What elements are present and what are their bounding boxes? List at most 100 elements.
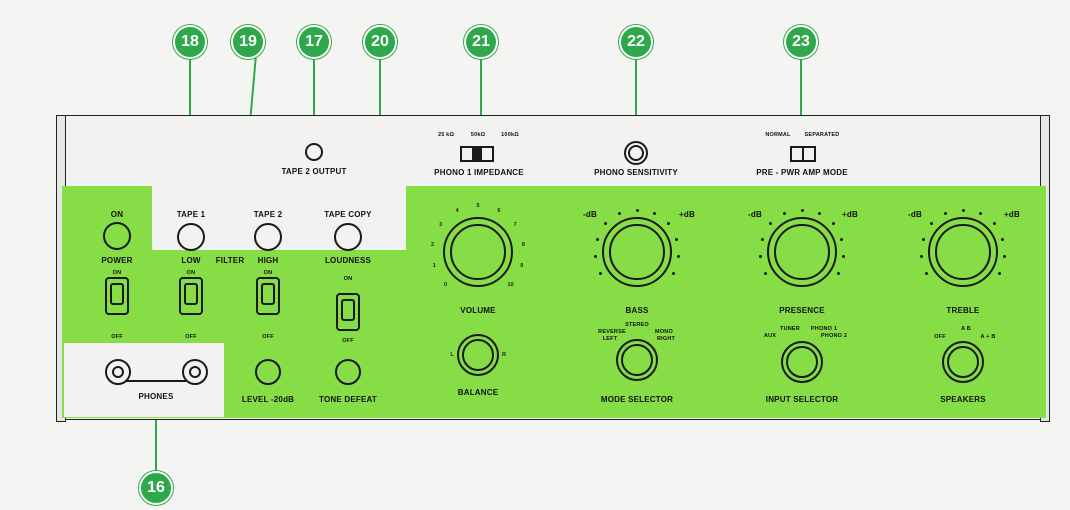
speakers-a-plus-b: A + B <box>980 334 996 340</box>
loudness-on-label: ON <box>343 276 353 282</box>
tape2-label: TAPE 2 <box>253 210 283 219</box>
callout-18: 18 <box>173 25 207 59</box>
tape2-button[interactable] <box>254 223 282 251</box>
input-tuner: TUNER <box>780 326 800 332</box>
phones-label: PHONES <box>138 392 174 401</box>
tone-scale-dot <box>842 254 846 258</box>
filter-high-label: HIGH <box>257 256 279 265</box>
callout-21: 21 <box>464 25 498 59</box>
leader-23 <box>800 56 802 148</box>
tone-scale-dot <box>760 237 764 241</box>
high-on-label: ON <box>263 270 273 276</box>
tone-scale-dot <box>831 222 835 226</box>
presence-label: PRESENCE <box>779 306 825 315</box>
tone-scale-dot <box>944 212 948 216</box>
treble-plus-db: +dB <box>1004 210 1020 219</box>
power-toggle-on: ON <box>112 270 122 276</box>
tone-scale-dot <box>618 212 622 216</box>
volume-tick: 0 <box>443 281 447 288</box>
tone-scale-dot <box>593 254 597 258</box>
pre-pwr-mode-label: PRE - PWR AMP MODE <box>756 168 848 177</box>
callout-17: 17 <box>297 25 331 59</box>
tone-scale-dot <box>764 271 768 275</box>
loudness-toggle[interactable] <box>336 293 360 331</box>
input-phono1: PHONO 1 <box>810 326 838 332</box>
volume-tick: 5 <box>476 203 480 209</box>
volume-tick: 2 <box>431 241 435 248</box>
tone-scale-dot <box>800 208 804 212</box>
volume-tick: 4 <box>455 208 459 214</box>
speakers-off: OFF <box>934 334 946 340</box>
high-filter-toggle[interactable] <box>256 277 280 315</box>
volume-label: VOLUME <box>460 306 496 315</box>
loudness-off-label: OFF <box>342 338 354 344</box>
tone-scale-dot <box>635 208 639 212</box>
tone-scale-dot <box>599 271 603 275</box>
bass-knob[interactable] <box>602 217 672 287</box>
callout-16: 16 <box>139 471 173 505</box>
tone-scale-dot <box>930 222 934 226</box>
presence-plus-db: +dB <box>842 210 858 219</box>
imp-25-label: 25 kΩ <box>437 132 455 138</box>
phones-jack-right[interactable] <box>182 359 208 385</box>
power-button[interactable] <box>103 222 131 250</box>
callout-19: 19 <box>231 25 265 59</box>
phono1-impedance-label: PHONO 1 IMPEDANCE <box>434 168 524 177</box>
tape2-output-label: TAPE 2 OUTPUT <box>281 167 347 176</box>
filter-low-label: LOW <box>181 256 201 265</box>
tone-scale-dot <box>921 237 925 241</box>
input-phono2: PHONO 2 <box>820 333 848 339</box>
tape-copy-button[interactable] <box>334 223 362 251</box>
level-20db-button[interactable] <box>255 359 281 385</box>
pre-pwr-mode-switch[interactable] <box>790 146 816 162</box>
mode-mono: MONO <box>655 329 673 335</box>
volume-tick: 7 <box>513 221 517 228</box>
low-filter-toggle[interactable] <box>179 277 203 315</box>
imp-50-label: 50kΩ <box>470 132 486 138</box>
tone-scale-dot <box>652 212 656 216</box>
mode-right: RIGHT <box>656 336 676 342</box>
tape2-output-jack[interactable] <box>305 143 323 161</box>
presence-knob[interactable] <box>767 217 837 287</box>
tone-scale-dot <box>817 212 821 216</box>
high-off-label: OFF <box>262 334 274 340</box>
tone-scale-dot <box>992 222 996 226</box>
tone-scale-dot <box>671 271 675 275</box>
balance-label: BALANCE <box>457 388 499 397</box>
power-toggle-off: OFF <box>111 334 123 340</box>
speakers-ab: A B <box>961 326 971 332</box>
treble-knob[interactable] <box>928 217 998 287</box>
normal-label: NORMAL <box>765 132 791 138</box>
tone-defeat-button[interactable] <box>335 359 361 385</box>
input-selector-knob[interactable] <box>781 341 823 383</box>
low-on-label: ON <box>186 270 196 276</box>
tape1-button[interactable] <box>177 223 205 251</box>
speakers-knob[interactable] <box>942 341 984 383</box>
power-toggle[interactable] <box>105 277 129 315</box>
balance-knob[interactable] <box>457 334 499 376</box>
phono1-impedance-switch[interactable] <box>460 146 494 162</box>
phono-sensitivity-knob[interactable] <box>624 141 648 165</box>
tone-scale-dot <box>758 254 762 258</box>
volume-tick: 6 <box>497 208 501 214</box>
leader-17 <box>313 56 315 144</box>
separated-label: SEPARATED <box>804 132 840 138</box>
volume-knob[interactable] <box>443 217 513 287</box>
volume-tick: 8 <box>521 241 525 248</box>
tone-scale-dot <box>1001 237 1005 241</box>
mode-selector-label: MODE SELECTOR <box>600 395 674 404</box>
treble-label: TREBLE <box>946 306 980 315</box>
tape1-label: TAPE 1 <box>176 210 206 219</box>
power-label: POWER <box>101 256 133 265</box>
tone-scale-dot <box>677 254 681 258</box>
mode-selector-knob[interactable] <box>616 339 658 381</box>
leader-16 <box>155 392 157 480</box>
volume-tick: 9 <box>520 263 524 270</box>
leader-22 <box>635 56 637 146</box>
level-label: LEVEL -20dB <box>241 395 295 404</box>
bass-plus-db: +dB <box>679 210 695 219</box>
mode-reverse: REVERSE <box>598 329 626 335</box>
power-on-label: ON <box>110 210 124 219</box>
imp-100-label: 100kΩ <box>501 132 519 138</box>
tone-scale-dot <box>919 254 923 258</box>
